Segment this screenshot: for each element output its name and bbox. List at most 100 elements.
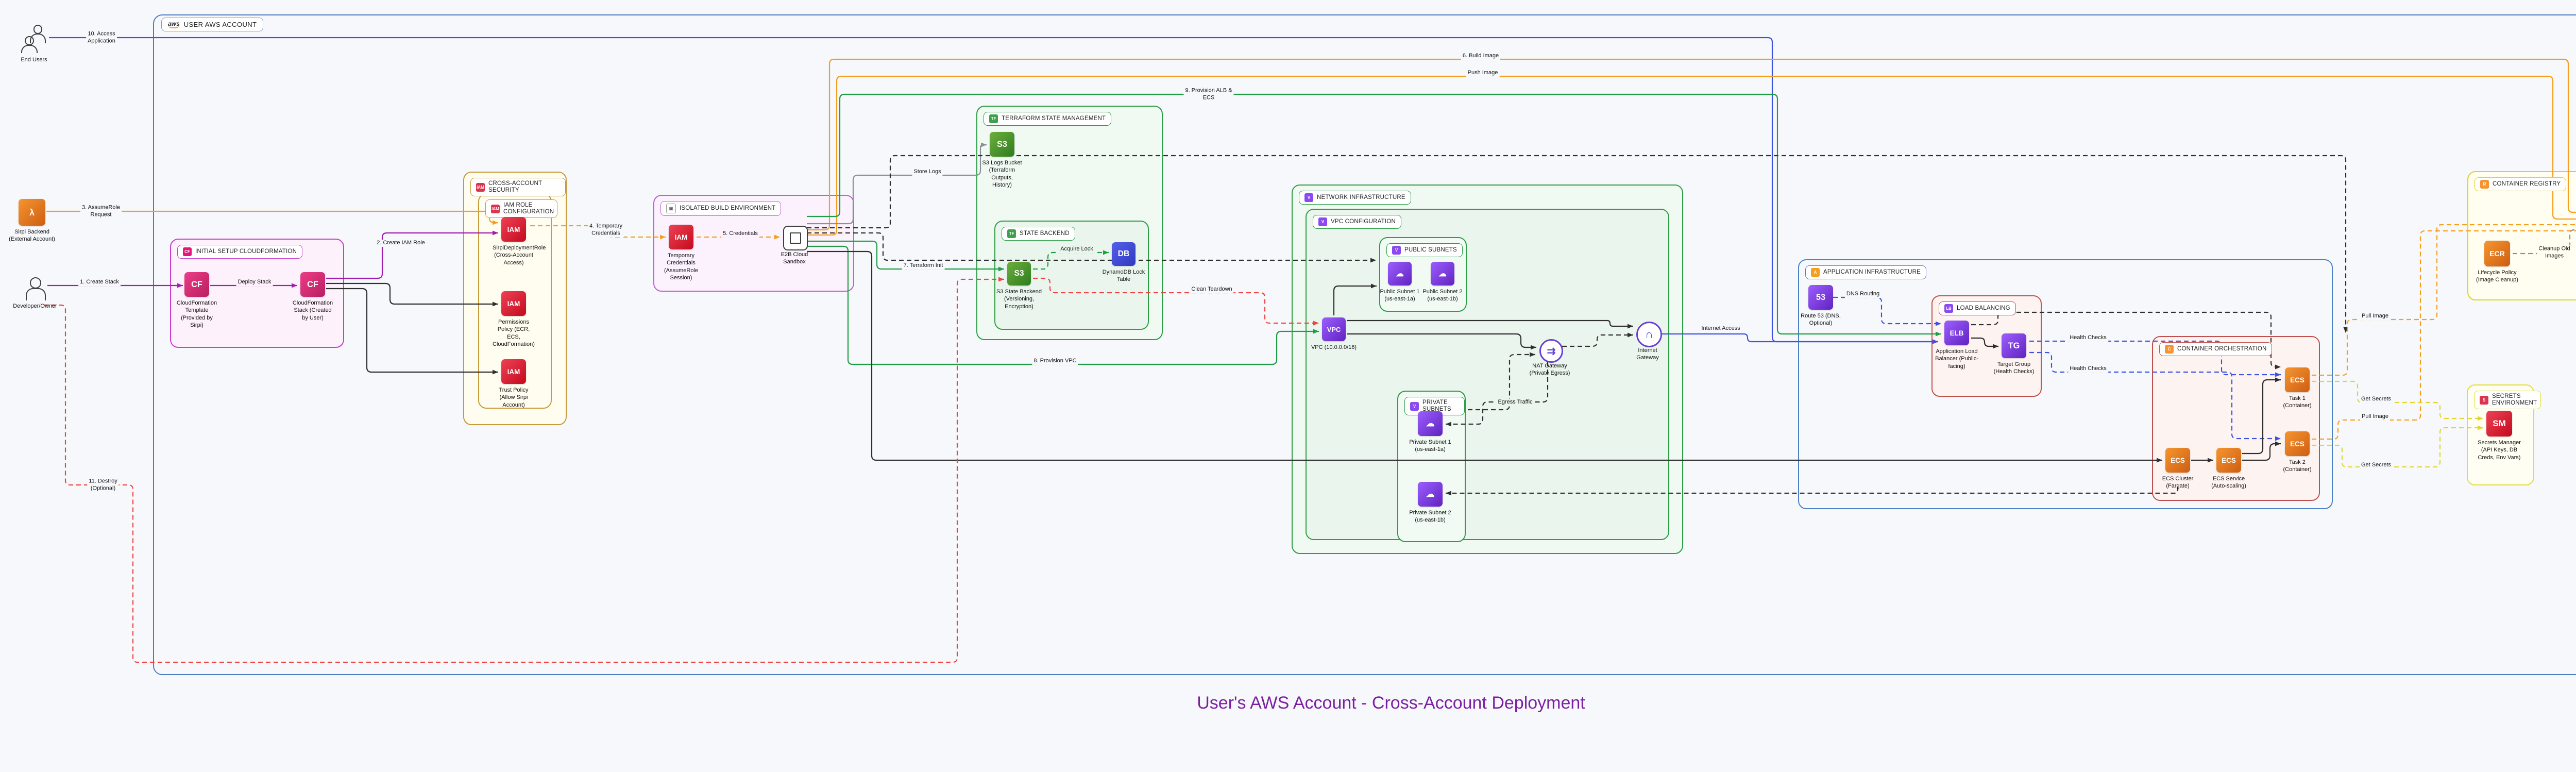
edge-arrow-health-checks-1 xyxy=(2275,372,2281,377)
node-label-sirpi-deployment-role: SirpiDeploymentRole (Cross-Account Acces… xyxy=(493,245,546,266)
node-label-trust-policy: Trust Policy (Allow Sirpi Account) xyxy=(499,387,529,408)
edge-nat-igw xyxy=(1562,334,1633,347)
edge-arrow-clean-teardown xyxy=(1313,321,1319,326)
edge-dns-routing xyxy=(1833,296,1941,325)
edge-label-credentials: 5. Credentials xyxy=(721,230,759,238)
edge-label-push-image: Push Image xyxy=(1466,70,1500,77)
lifecycle-policy-icon: ECR xyxy=(2484,241,2510,266)
task-2-icon: ECS xyxy=(2285,431,2310,456)
edge-label-terraform-init: 7. Terraform Init xyxy=(902,262,945,270)
group-label-terraform-state-management: TERRAFORM STATE MANAGEMENT xyxy=(1002,115,1106,122)
cloudformation-template-icon: CF xyxy=(184,272,209,297)
edge-label-deploy-stack: Deploy Stack xyxy=(236,279,273,286)
container-orchestration-icon: C xyxy=(2165,345,2174,354)
node-label-public-subnet-2: Public Subnet 2 (us-east-1b) xyxy=(1422,289,1463,303)
user-aws-account-label: USER AWS ACCOUNT xyxy=(183,21,257,28)
permissions-policy-icon: IAM xyxy=(501,291,526,316)
edge-arrow-health-checks-2 xyxy=(2275,436,2281,441)
node-label-task-2: Task 2 (Container) xyxy=(2283,459,2312,473)
node-label-vpc: VPC (10.0.0.0/16) xyxy=(1311,344,1357,350)
edge-label-get-secrets-1: Get Secrets xyxy=(2359,396,2393,403)
edge-label-temporary-credentials-edge: 4. Temporary Credentials xyxy=(588,223,624,237)
edge-clean-teardown xyxy=(1033,277,1319,324)
edge-label-pull-image-2: Pull Image xyxy=(2360,413,2390,421)
s3-state-backend-icon: S3 xyxy=(1007,262,1031,286)
trust-policy-icon: IAM xyxy=(501,359,526,384)
edge-label-dns-routing: DNS Routing xyxy=(1844,291,1882,298)
isolated-build-environment-icon: ▣ xyxy=(666,204,676,213)
iam-role-configuration-icon: IAM xyxy=(491,204,500,213)
group-label-load-balancing: LOAD BALANCING xyxy=(1957,305,2010,311)
edge-label-nat-private-1: Egress Traffic xyxy=(1496,399,1534,406)
node-label-private-subnet-2: Private Subnet 2 (us-east-1b) xyxy=(1409,510,1451,524)
user-aws-account-box xyxy=(153,14,2576,675)
secrets-manager-icon: SM xyxy=(2486,411,2512,437)
chip-inner xyxy=(790,232,801,244)
person-head xyxy=(30,277,41,289)
edge-arrow-create-subnets xyxy=(1370,258,1376,263)
edge-acquire-lock xyxy=(1033,251,1109,270)
cross-account-security-icon: IAM xyxy=(476,182,485,192)
group-label-cross-account-security: CROSS-ACCOUNT SECURITY xyxy=(488,180,542,194)
node-label-developer-owner: Developer/Owner xyxy=(13,303,57,309)
edge-arrow-create-iam-role xyxy=(493,230,498,236)
edge-arrow-stack-trust xyxy=(493,370,498,375)
temporary-credentials-icon: IAM xyxy=(669,225,693,249)
node-label-cloudformation-template: CloudFormation Template (Provided by Sir… xyxy=(176,300,217,328)
edge-pull-image-2 xyxy=(2312,230,2576,440)
edge-label-provision-vpc: 8. Provision VPC xyxy=(1032,358,1078,365)
node-label-sirpi-backend: Sirpi Backend (External Account) xyxy=(9,229,55,243)
edge-create-iam-role xyxy=(326,232,498,279)
edge-label-create-stack: 1. Create Stack xyxy=(78,279,121,286)
cloudformation-stack-icon: CF xyxy=(300,272,325,297)
group-chip-terraform-state-management: TF TERRAFORM STATE MANAGEMENT xyxy=(984,112,1112,126)
vpc-configuration-icon: V xyxy=(1318,217,1327,226)
edge-arrow-destroy-optional xyxy=(998,277,1004,282)
node-label-dynamodb-lock-table: DynamoDB Lock Table xyxy=(1102,269,1145,283)
node-label-private-subnet-1: Private Subnet 1 (us-east-1a) xyxy=(1409,439,1451,453)
edge-stack-trust xyxy=(326,288,498,373)
edge-arrow-nat-private-1 xyxy=(1446,422,1451,427)
sirpi-deployment-role-icon: IAM xyxy=(501,217,526,242)
edge-arrow-provision-alb-ecs xyxy=(1936,331,1941,337)
dynamodb-lock-table-icon: DB xyxy=(1112,242,1136,266)
edge-service-task-2 xyxy=(2242,443,2281,461)
vpc-icon: VPC xyxy=(1322,317,1346,341)
group-label-network-infrastructure: NETWORK INFRASTRUCTURE xyxy=(1317,194,1405,200)
edge-label-health-checks-1: Health Checks xyxy=(2068,334,2108,342)
application-load-balancer-icon: ELB xyxy=(1944,321,1969,345)
edge-arrow-create-stack xyxy=(177,283,183,288)
edge-label-clean-teardown: Clean Teardown xyxy=(1190,286,1234,293)
node-label-route-53: Route 53 (DNS, Optional) xyxy=(1801,313,1841,327)
edge-vpc-nat xyxy=(1347,333,1536,348)
edge-arrow-private-nat xyxy=(1530,352,1535,357)
edge-get-secrets-1 xyxy=(2312,380,2483,419)
edge-arrow-sandbox-ecs-cluster xyxy=(2157,458,2162,463)
task-1-icon: ECS xyxy=(2285,367,2310,392)
nat-gateway-icon: ⇉ xyxy=(1539,339,1563,363)
edge-arrow-service-task-2 xyxy=(2275,441,2281,446)
group-label-secrets-environment: SECRETS ENVIRONMENT xyxy=(2492,393,2537,407)
edge-label-get-secrets-2: Get Secrets xyxy=(2359,462,2393,469)
edge-arrow-dns-routing xyxy=(1936,321,1941,326)
edge-label-access-application: 10. Access Application xyxy=(86,30,117,45)
group-label-application-infrastructure: APPLICATION INFRASTRUCTURE xyxy=(1823,268,1921,275)
person-head xyxy=(24,36,34,46)
developer-owner-icon xyxy=(24,277,46,301)
terraform-state-management-icon: TF xyxy=(989,114,998,123)
edge-create-subnets xyxy=(807,232,1376,261)
secrets-environment-icon: S xyxy=(2480,395,2488,405)
private-subnet-2-icon: ☁ xyxy=(1418,482,1443,507)
group-label-isolated-build-environment: ISOLATED BUILD ENVIRONMENT xyxy=(680,205,776,211)
group-label-container-orchestration: CONTAINER ORCHESTRATION xyxy=(2177,345,2267,352)
node-label-application-load-balancer: Application Load Balancer (Public-facing… xyxy=(1935,348,1978,370)
node-label-ecs-service: ECS Service (Auto-scaling) xyxy=(2211,476,2246,490)
edge-arrow-provision-vpc xyxy=(1313,329,1319,334)
